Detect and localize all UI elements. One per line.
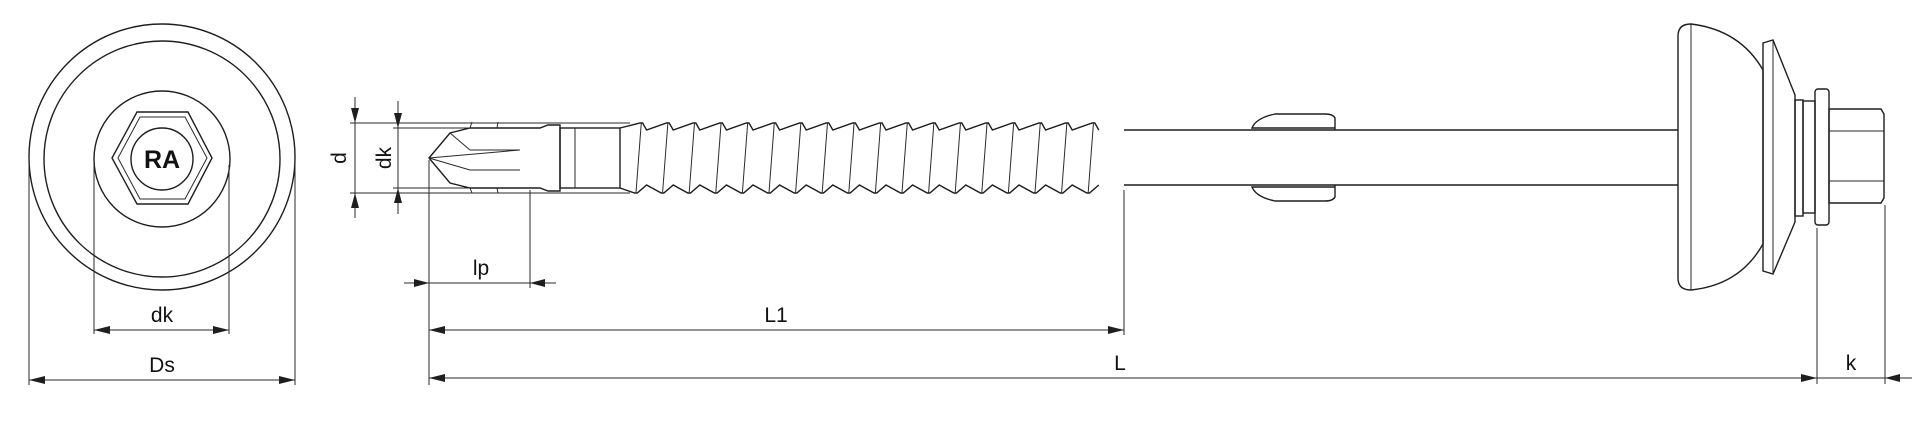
hex-head: [111, 111, 213, 205]
head-center-circle: [130, 127, 194, 191]
washer-outer-circle: [28, 23, 296, 291]
hex-head-side: [1828, 108, 1885, 204]
side-d-label: d: [328, 152, 351, 164]
front-view: RA dk Ds: [28, 23, 296, 385]
side-view: d dk: [328, 23, 1912, 385]
sealing-washer: [1762, 39, 1796, 275]
collar-ring: [1802, 100, 1816, 214]
thread: [619, 122, 1100, 194]
front-dk-label: dk: [151, 304, 174, 327]
wing-bottom: [1250, 185, 1336, 202]
k-label: k: [1846, 352, 1857, 375]
head-marking: RA: [144, 146, 180, 174]
L-label: L: [1114, 352, 1126, 375]
wing-top: [1250, 113, 1336, 130]
side-dk-label: dk: [373, 146, 396, 169]
washer-inner-circle: [43, 40, 281, 278]
drill-tip: [428, 124, 561, 192]
hex-head-chamfer: [117, 116, 208, 200]
Ds-label: Ds: [149, 354, 175, 377]
flange: [1814, 88, 1830, 226]
collar-circle: [93, 90, 231, 228]
washer-dome: [1677, 23, 1764, 291]
lp-label: lp: [473, 257, 489, 280]
reamer-section: [559, 127, 621, 189]
L1-label: L1: [764, 304, 787, 327]
